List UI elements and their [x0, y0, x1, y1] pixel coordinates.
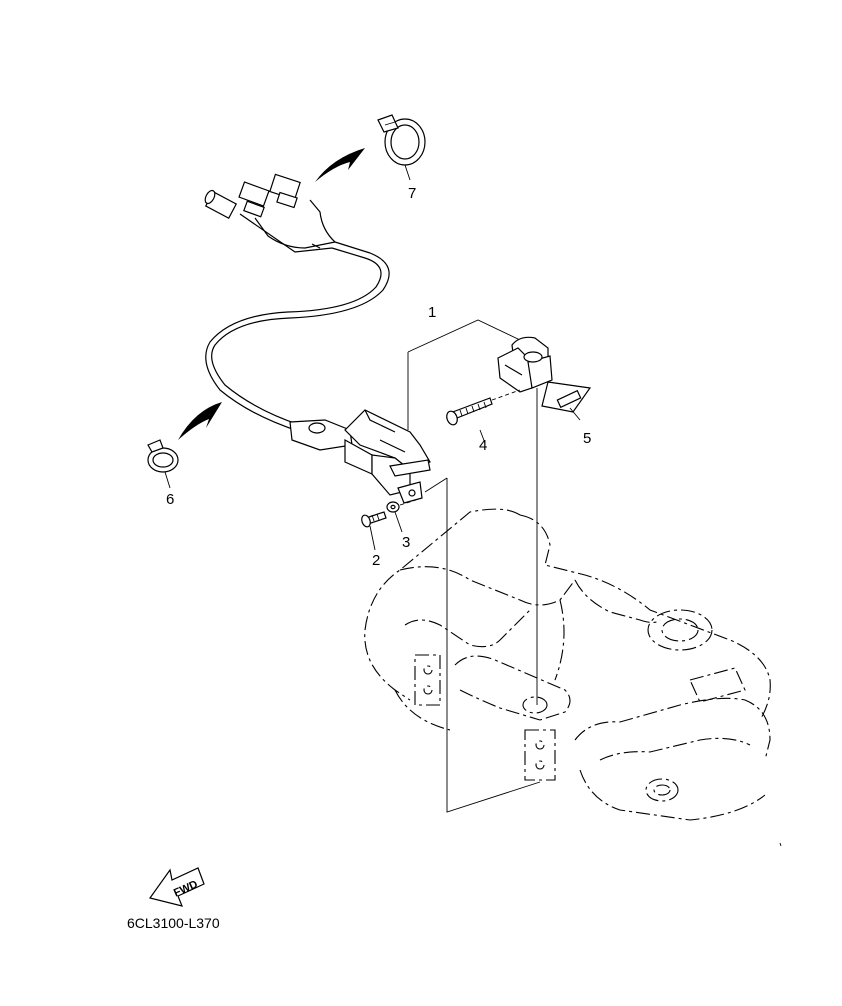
sensor-body [289, 409, 431, 504]
stray-mark [779, 842, 782, 847]
callout-6: 6 [166, 491, 174, 508]
callout-5: 5 [583, 430, 591, 447]
engine-bracket-outline [364, 508, 771, 821]
hose-clamp-part-6 [147, 402, 222, 489]
callout-1: 1 [428, 304, 436, 321]
screw-part-4 [446, 389, 521, 444]
wire-harness [204, 173, 390, 432]
hose-clamp-part-7 [315, 114, 426, 182]
assembly-leader-lines [407, 319, 541, 813]
sensor-clip [497, 336, 553, 393]
plate-part-5 [541, 381, 592, 421]
callout-3: 3 [402, 534, 410, 551]
callout-7: 7 [408, 185, 416, 202]
bolt-part-2 [361, 511, 387, 551]
washer-part-3 [386, 499, 417, 533]
callout-4: 4 [479, 437, 487, 454]
callout-labels: 1 2 3 4 5 6 7 [166, 185, 591, 569]
callout-2: 2 [372, 552, 380, 569]
fwd-arrow-icon: FWD [148, 867, 205, 907]
diagram-code: 6CL3100-L370 [127, 915, 220, 931]
